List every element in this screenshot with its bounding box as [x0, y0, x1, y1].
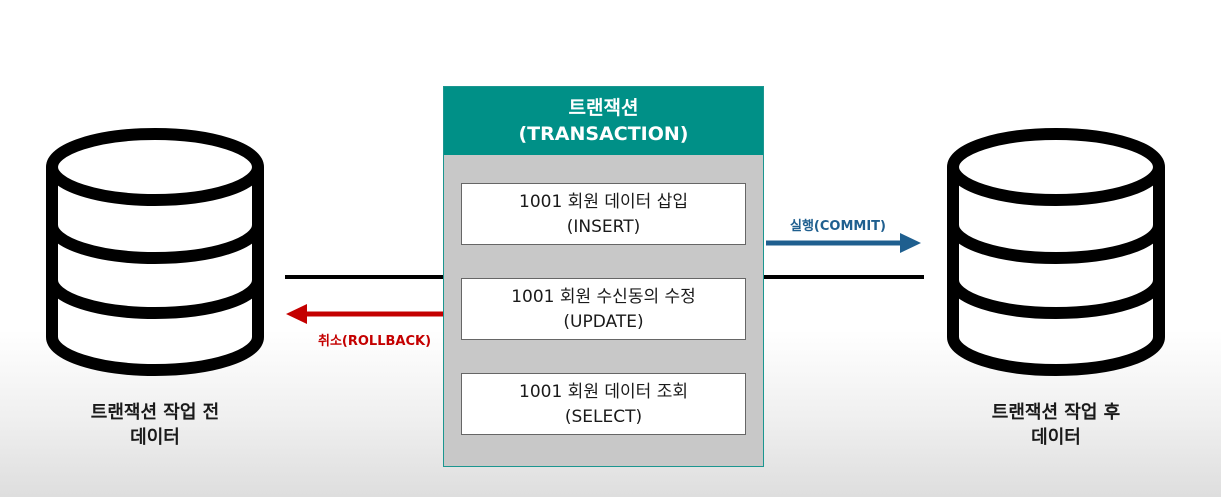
transaction-subtitle: (TRANSACTION) — [518, 123, 689, 145]
transaction-title: 트랜잭션 — [568, 97, 639, 119]
operation-insert-line1: 1001 회원 데이터 삽입 — [519, 192, 688, 212]
transaction-header: 트랜잭션 (TRANSACTION) — [444, 87, 763, 155]
rollback-label: 취소(ROLLBACK) — [318, 334, 432, 349]
operation-select: 1001 회원 데이터 조회 (SELECT) — [461, 373, 746, 435]
operation-select-line1: 1001 회원 데이터 조회 — [519, 382, 688, 402]
before-db-label: 트랜잭션 작업 전 데이터 — [35, 400, 275, 450]
database-after-icon — [947, 128, 1165, 376]
operation-insert-line2: (INSERT) — [566, 217, 641, 237]
operation-update: 1001 회원 수신동의 수정 (UPDATE) — [461, 278, 746, 340]
operation-update-line1: 1001 회원 수신동의 수정 — [511, 287, 696, 307]
operation-insert: 1001 회원 데이터 삽입 (INSERT) — [461, 183, 746, 245]
commit-label: 실행(COMMIT) — [790, 219, 886, 234]
database-before-icon — [46, 128, 264, 376]
commit-arrow — [766, 233, 921, 253]
operation-update-line2: (UPDATE) — [563, 312, 644, 332]
after-db-label-line1: 트랜잭션 작업 후 — [991, 402, 1121, 423]
before-db-label-line1: 트랜잭션 작업 전 — [90, 402, 220, 423]
after-db-label: 트랜잭션 작업 후 데이터 — [936, 400, 1176, 450]
rollback-arrow — [286, 304, 443, 324]
after-db-label-line2: 데이터 — [1031, 427, 1081, 448]
before-db-label-line2: 데이터 — [130, 427, 180, 448]
transaction-panel: 트랜잭션 (TRANSACTION) 1001 회원 데이터 삽입 (INSER… — [443, 86, 764, 467]
operation-select-line2: (SELECT) — [564, 407, 643, 427]
